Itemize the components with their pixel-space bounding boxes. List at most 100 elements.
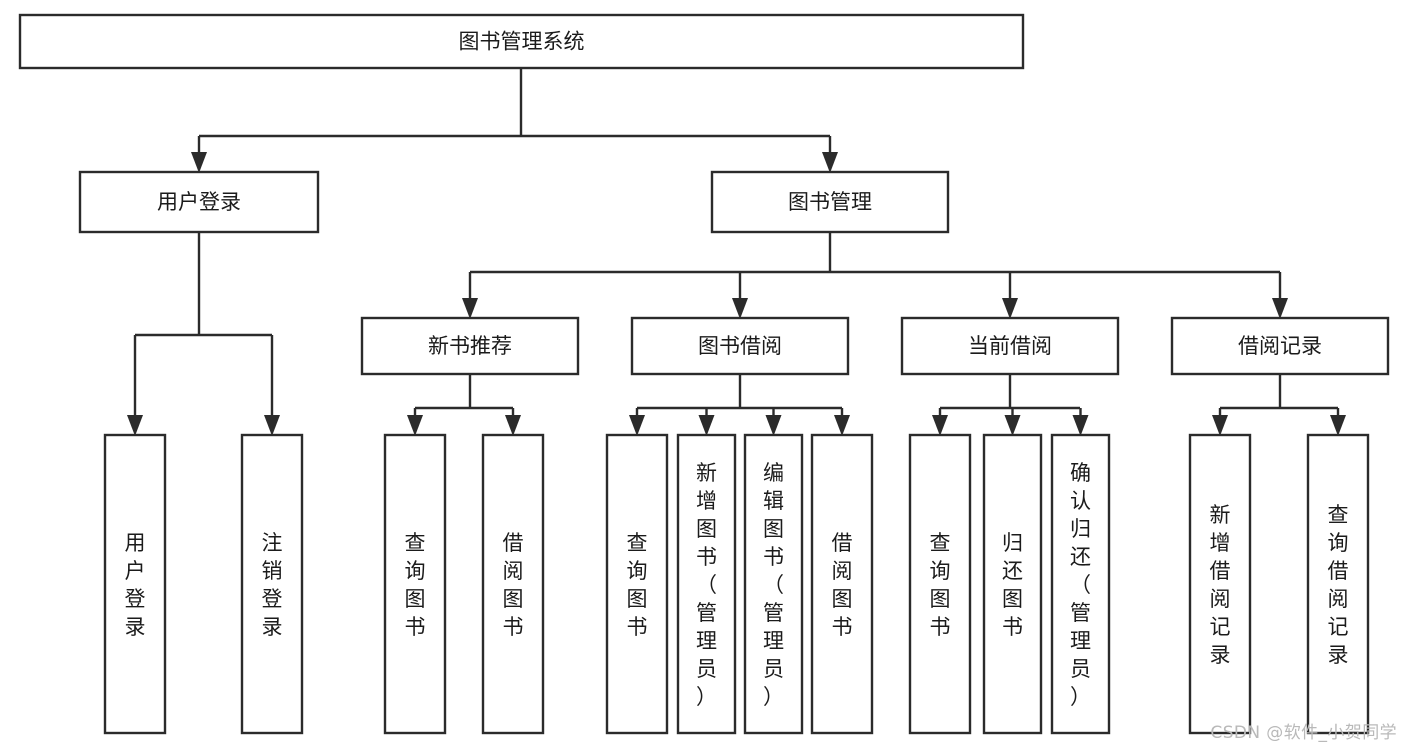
node-label-root: 图书管理系统 xyxy=(459,30,585,54)
arrow-head-icon xyxy=(127,415,143,436)
node-box-book-manage[interactable] xyxy=(710,170,950,234)
connector-layer xyxy=(127,68,1346,436)
node-box-leaf-query-book-3[interactable] xyxy=(908,433,972,735)
arrow-head-icon xyxy=(732,298,748,319)
node-label-new-book-rec: 新书推荐 xyxy=(428,334,512,358)
arrow-head-icon xyxy=(1272,298,1288,319)
node-box-leaf-borrow-book-2[interactable] xyxy=(810,433,874,735)
node-leaf-add-record[interactable]: 新增借阅记录 xyxy=(1188,433,1252,735)
arrow-head-icon xyxy=(822,152,838,173)
node-leaf-user-logout[interactable]: 注销登录 xyxy=(240,433,304,735)
node-box-current-borrow[interactable] xyxy=(900,316,1120,376)
node-borrow-record[interactable]: 借阅记录 xyxy=(1170,316,1390,376)
node-box-leaf-query-record[interactable] xyxy=(1306,433,1370,735)
node-label-book-borrow: 图书借阅 xyxy=(698,334,782,358)
edge-book-manage-to-current-borrow xyxy=(1002,272,1018,319)
node-box-leaf-borrow-book-1[interactable] xyxy=(481,433,545,735)
node-leaf-edit-book[interactable]: 编辑图书（管理员） xyxy=(743,433,804,735)
arrow-head-icon xyxy=(1004,415,1021,436)
node-box-leaf-user-login[interactable] xyxy=(103,433,167,735)
node-box-leaf-edit-book[interactable] xyxy=(743,433,804,735)
connector-bus-user-login xyxy=(135,232,272,337)
node-label-leaf-query-book-3: 查询图书 xyxy=(930,531,951,639)
node-user-login[interactable]: 用户登录 xyxy=(78,170,320,234)
node-new-book-rec[interactable]: 新书推荐 xyxy=(360,316,580,376)
edge-book-manage-to-borrow-record xyxy=(1272,272,1288,319)
edge-book-borrow-to-leaf-edit-book xyxy=(765,408,782,436)
arrow-head-icon xyxy=(462,298,478,319)
node-current-borrow[interactable]: 当前借阅 xyxy=(900,316,1120,376)
node-book-manage[interactable]: 图书管理 xyxy=(710,170,950,234)
node-root[interactable]: 图书管理系统 xyxy=(18,13,1025,70)
arrow-head-icon xyxy=(1072,415,1089,436)
node-box-leaf-confirm-return[interactable] xyxy=(1050,433,1111,735)
node-leaf-borrow-book-1[interactable]: 借阅图书 xyxy=(481,433,545,735)
node-leaf-user-login[interactable]: 用户登录 xyxy=(103,433,167,735)
edge-user-login-to-leaf-user-login xyxy=(127,335,143,436)
node-leaf-query-book-2[interactable]: 查询图书 xyxy=(605,433,669,735)
node-label-leaf-confirm-return: 确认归还（管理员） xyxy=(1070,461,1091,709)
edge-book-borrow-to-leaf-borrow-book-2 xyxy=(834,408,850,436)
node-label-leaf-return-book: 归还图书 xyxy=(1002,531,1023,639)
connector-bus-new-book-rec xyxy=(415,374,513,410)
edge-root-to-book-manage xyxy=(822,136,838,173)
connector-bus-root xyxy=(199,68,830,138)
node-box-leaf-user-logout[interactable] xyxy=(240,433,304,735)
edge-current-borrow-to-leaf-confirm-return xyxy=(1072,408,1089,436)
node-leaf-query-record[interactable]: 查询借阅记录 xyxy=(1306,433,1370,735)
edge-current-borrow-to-leaf-return-book xyxy=(1004,408,1021,436)
node-label-leaf-query-book-2: 查询图书 xyxy=(627,531,648,639)
node-box-leaf-add-record[interactable] xyxy=(1188,433,1252,735)
node-box-user-login[interactable] xyxy=(78,170,320,234)
node-box-root[interactable] xyxy=(18,13,1025,70)
node-box-leaf-query-book-2[interactable] xyxy=(605,433,669,735)
node-leaf-query-book-1[interactable]: 查询图书 xyxy=(383,433,447,735)
node-label-leaf-borrow-book-2: 借阅图书 xyxy=(832,531,853,639)
node-label-user-login: 用户登录 xyxy=(157,190,241,214)
node-label-current-borrow: 当前借阅 xyxy=(968,334,1052,358)
node-leaf-return-book[interactable]: 归还图书 xyxy=(982,433,1043,735)
node-leaf-add-book[interactable]: 新增图书（管理员） xyxy=(676,433,737,735)
node-box-borrow-record[interactable] xyxy=(1170,316,1390,376)
connector-bus-borrow-record xyxy=(1220,374,1338,410)
edge-new-book-rec-to-leaf-borrow-book-1 xyxy=(505,408,521,436)
node-box-book-borrow[interactable] xyxy=(630,316,850,376)
arrow-head-icon xyxy=(505,415,521,436)
edge-book-borrow-to-leaf-add-book xyxy=(698,408,715,436)
arrow-head-icon xyxy=(834,415,850,436)
node-label-leaf-query-record: 查询借阅记录 xyxy=(1328,503,1349,667)
arrow-head-icon xyxy=(932,415,948,436)
node-book-borrow[interactable]: 图书借阅 xyxy=(630,316,850,376)
node-box-leaf-add-book[interactable] xyxy=(676,433,737,735)
node-leaf-borrow-book-2[interactable]: 借阅图书 xyxy=(810,433,874,735)
arrow-head-icon xyxy=(264,415,280,436)
node-label-leaf-user-login: 用户登录 xyxy=(125,531,146,639)
connector-bus-book-borrow xyxy=(637,374,842,410)
node-label-leaf-query-book-1: 查询图书 xyxy=(405,531,426,639)
node-layer: 图书管理系统用户登录图书管理新书推荐图书借阅当前借阅借阅记录用户登录注销登录查询… xyxy=(18,13,1390,735)
node-box-leaf-return-book[interactable] xyxy=(982,433,1043,735)
node-label-leaf-user-logout: 注销登录 xyxy=(262,531,283,639)
arrow-head-icon xyxy=(1330,415,1346,436)
arrow-head-icon xyxy=(407,415,423,436)
arrow-head-icon xyxy=(1002,298,1018,319)
arrow-head-icon xyxy=(191,152,207,173)
node-label-leaf-add-record: 新增借阅记录 xyxy=(1210,503,1231,667)
node-label-book-manage: 图书管理 xyxy=(788,190,872,214)
arrow-head-icon xyxy=(629,415,645,436)
edge-user-login-to-leaf-user-logout xyxy=(264,335,280,436)
node-label-borrow-record: 借阅记录 xyxy=(1238,334,1322,358)
edge-current-borrow-to-leaf-query-book-3 xyxy=(932,408,948,436)
edge-borrow-record-to-leaf-query-record xyxy=(1330,408,1346,436)
arrow-head-icon xyxy=(698,415,715,436)
connector-bus-book-manage xyxy=(470,232,1280,274)
node-label-leaf-add-book: 新增图书（管理员） xyxy=(696,461,717,709)
node-leaf-query-book-3[interactable]: 查询图书 xyxy=(908,433,972,735)
node-leaf-confirm-return[interactable]: 确认归还（管理员） xyxy=(1050,433,1111,735)
edge-new-book-rec-to-leaf-query-book-1 xyxy=(407,408,423,436)
node-label-leaf-borrow-book-1: 借阅图书 xyxy=(503,531,524,639)
edge-book-manage-to-new-book-rec xyxy=(462,272,478,319)
node-box-new-book-rec[interactable] xyxy=(360,316,580,376)
node-box-leaf-query-book-1[interactable] xyxy=(383,433,447,735)
